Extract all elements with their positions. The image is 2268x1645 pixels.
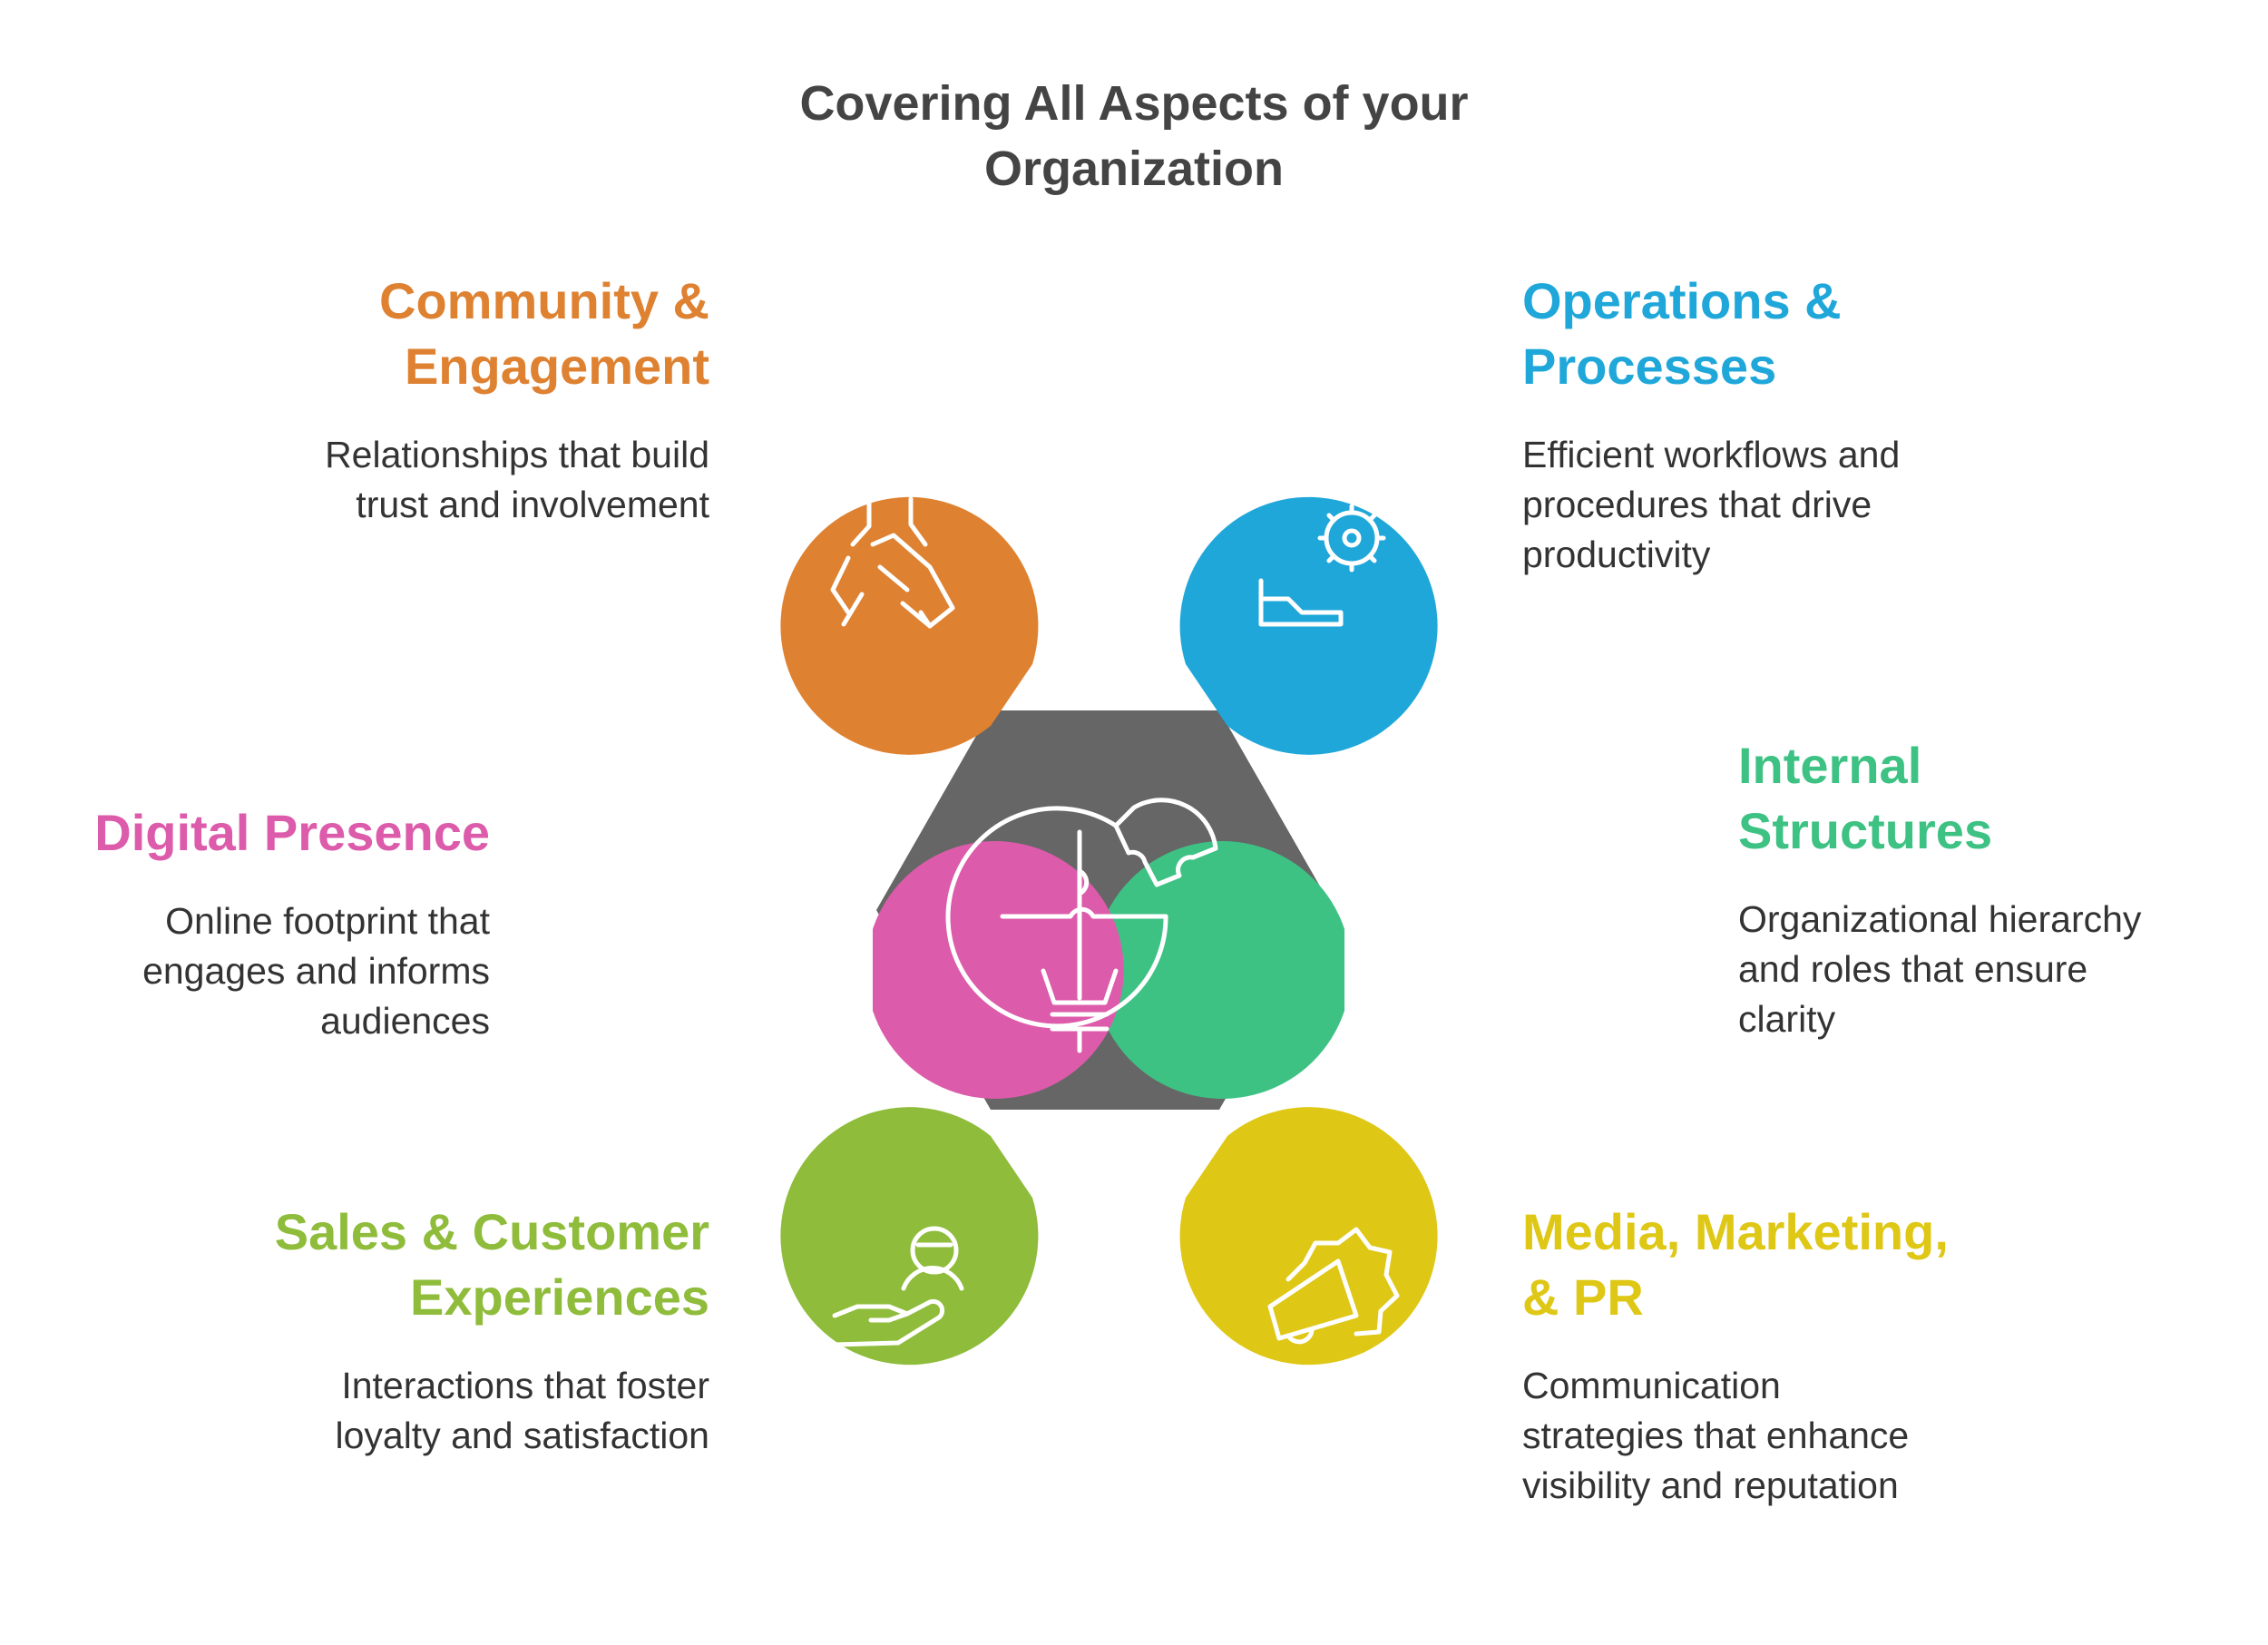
internal-teardrop[interactable]: [1093, 841, 1344, 1099]
hand-coin-icon: [832, 1226, 964, 1347]
megaphone-icon: [1267, 1227, 1400, 1345]
operations-heading: Operations & Processes: [1522, 269, 2030, 399]
sales-heading-line-1: Sales & Customer: [274, 1203, 709, 1260]
media-description: Communication strategies that enhance vi…: [1522, 1361, 2030, 1511]
internal-desc-line-2: and roles that ensure: [1738, 948, 2088, 990]
sales-heading-line-2: Experiences: [410, 1268, 709, 1326]
digital-block: Digital Presence Online footprint that e…: [0, 800, 490, 1046]
community-heading: Community & Engagement: [201, 269, 709, 399]
sales-description: Interactions that foster loyalty and sat…: [201, 1361, 709, 1461]
mobile-add-user-icon: [634, 868, 730, 997]
community-block: Community & Engagement Relationships tha…: [201, 269, 709, 530]
operations-block: Operations & Processes Efficient workflo…: [1522, 269, 2030, 580]
gear-conveyor-icon: [1258, 504, 1386, 627]
community-desc-line-2: trust and involvement: [356, 484, 709, 525]
sales-teardrop[interactable]: [780, 1107, 1039, 1366]
internal-heading-line-1: Internal: [1738, 737, 1922, 794]
title-line-2: Organization: [983, 142, 1284, 196]
media-heading-line-2: & PR: [1522, 1268, 1644, 1326]
internal-description: Organizational hierarchy and roles that …: [1738, 895, 2246, 1044]
operations-desc-line-3: productivity: [1522, 534, 1711, 575]
sales-heading: Sales & Customer Experiences: [201, 1199, 709, 1330]
title-line-1: Covering All Aspects of your: [799, 76, 1469, 131]
media-teardrop[interactable]: [1179, 1107, 1438, 1366]
building-icon: [1465, 867, 1587, 992]
digital-heading: Digital Presence: [0, 800, 490, 866]
hands-together-icon: [830, 496, 955, 629]
community-heading-line-1: Community &: [379, 272, 709, 329]
operations-desc-line-1: Efficient workflows and: [1522, 434, 1901, 475]
sales-desc-line-1: Interactions that foster: [341, 1365, 709, 1406]
digital-desc-line-2: engages and informs: [142, 950, 490, 992]
operations-description: Efficient workflows and procedures that …: [1522, 430, 2030, 580]
operations-desc-line-2: procedures that drive: [1522, 484, 1872, 525]
operations-heading-line-1: Operations &: [1522, 272, 1842, 329]
digital-desc-line-3: audiences: [320, 1000, 490, 1042]
media-heading-line-1: Media, Marketing,: [1522, 1203, 1949, 1260]
diagram-title: Covering All Aspects of your Organizatio…: [680, 71, 1588, 201]
media-block: Media, Marketing, & PR Communication str…: [1522, 1199, 2030, 1511]
media-desc-line-3: visibility and reputation: [1522, 1464, 1899, 1506]
internal-heading: Internal Structures: [1738, 733, 2246, 864]
digital-description: Online footprint that engages and inform…: [0, 896, 490, 1046]
puzzle-lightbulb-icon: [945, 798, 1218, 1053]
media-desc-line-2: strategies that enhance: [1522, 1415, 1910, 1456]
community-description: Relationships that build trust and invol…: [201, 430, 709, 530]
internal-block: Internal Structures Organizational hiera…: [1738, 733, 2246, 1044]
digital-desc-line-1: Online footprint that: [165, 900, 490, 942]
media-heading: Media, Marketing, & PR: [1522, 1199, 2030, 1330]
internal-desc-line-1: Organizational hierarchy: [1738, 898, 2142, 940]
community-desc-line-1: Relationships that build: [325, 434, 709, 475]
internal-heading-line-2: Structures: [1738, 802, 1993, 859]
sales-desc-line-2: loyalty and satisfaction: [335, 1415, 709, 1456]
internal-desc-line-3: clarity: [1738, 998, 1836, 1040]
community-heading-line-2: Engagement: [404, 338, 709, 395]
digital-teardrop[interactable]: [873, 841, 1124, 1099]
media-desc-line-1: Communication: [1522, 1365, 1781, 1406]
digital-heading-line-1: Digital Presence: [94, 804, 490, 861]
operations-heading-line-2: Processes: [1522, 338, 1777, 395]
sales-block: Sales & Customer Experiences Interaction…: [201, 1199, 709, 1461]
